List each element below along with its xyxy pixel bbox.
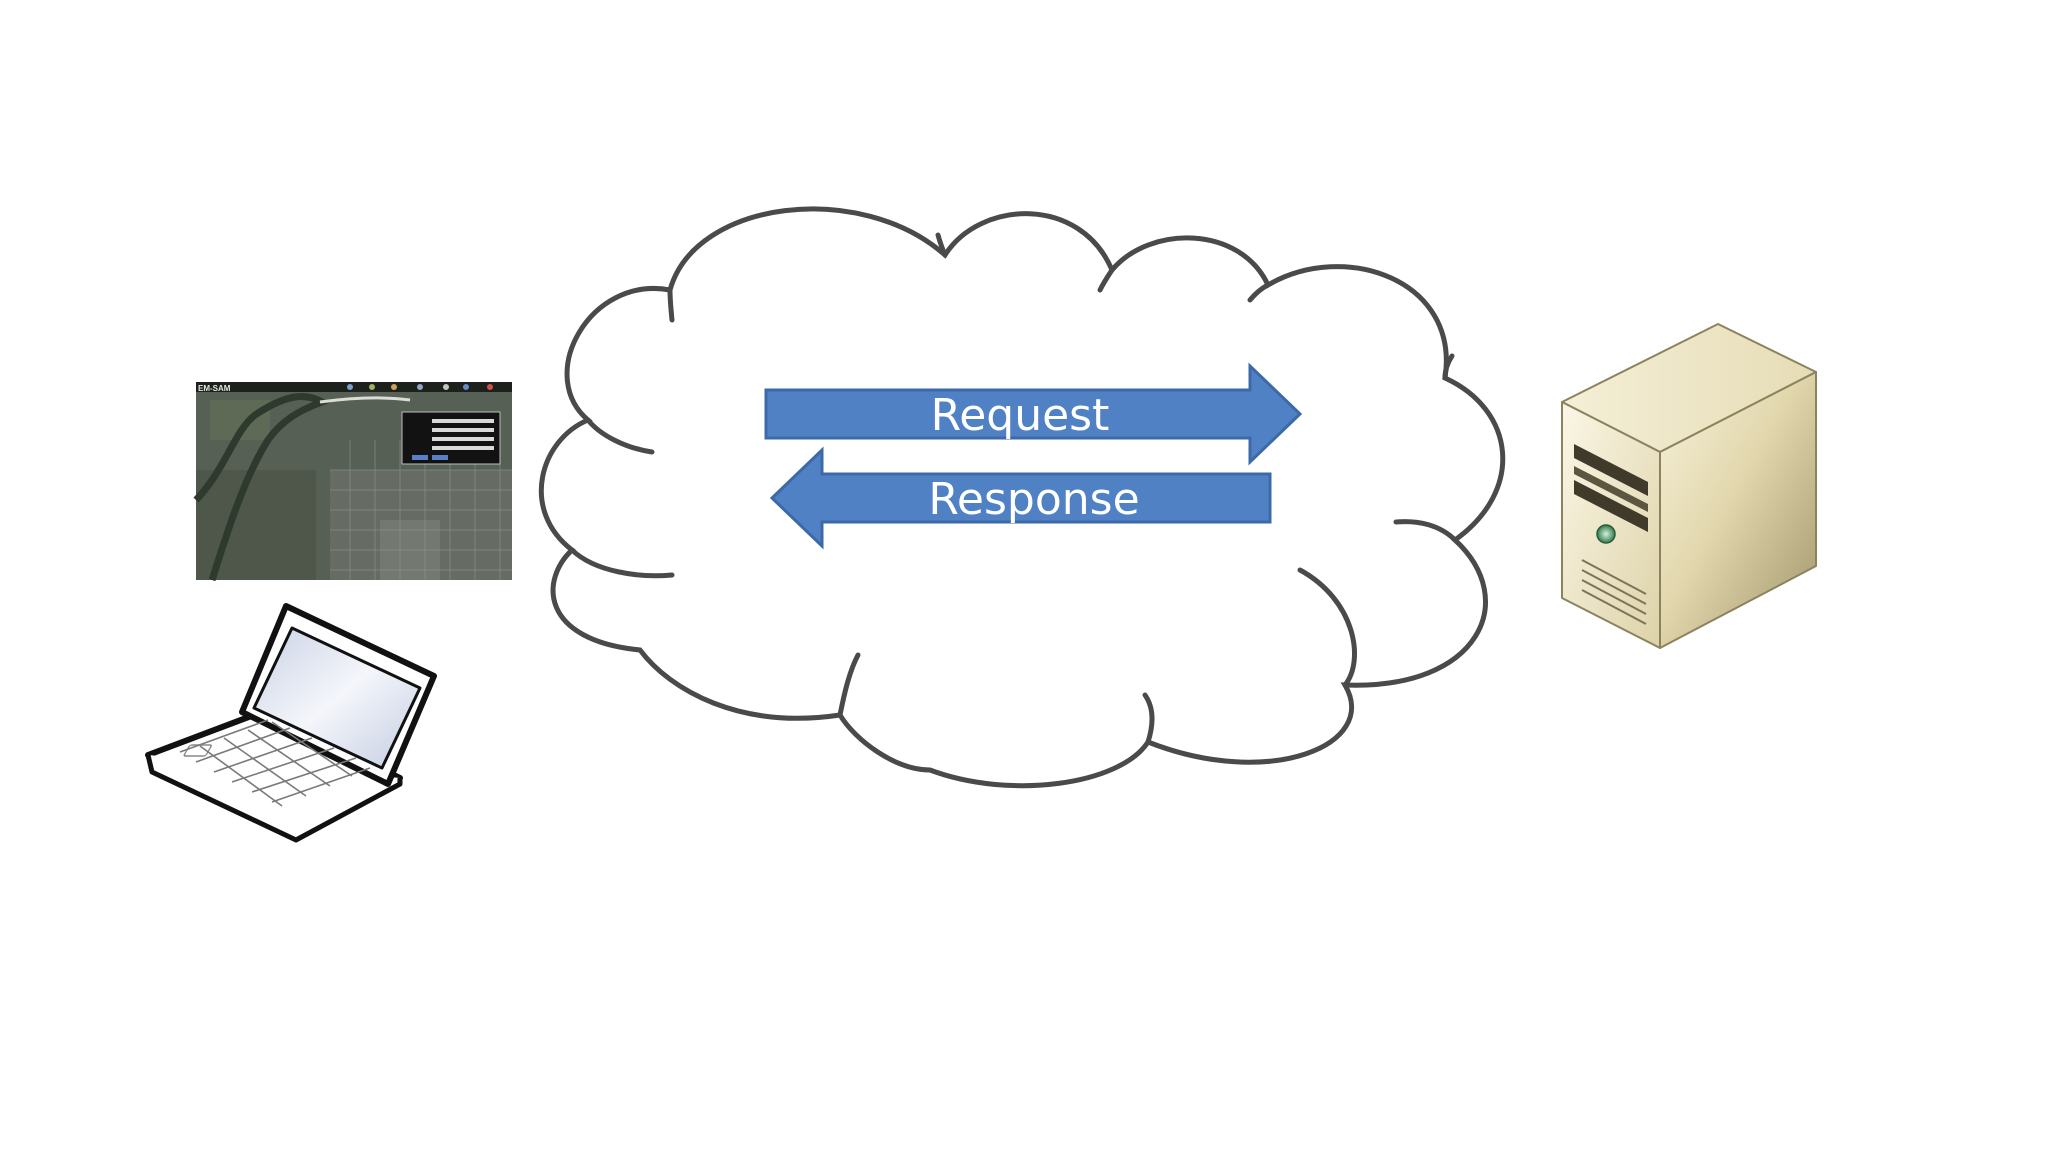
server-tower-icon xyxy=(1561,323,1817,649)
map-toolbar-icon xyxy=(417,384,423,390)
map-toolbar-icon xyxy=(463,384,469,390)
map-toolbar-icon xyxy=(391,384,397,390)
map-toolbar-icon xyxy=(347,384,353,390)
map-toolbar-icon xyxy=(487,384,493,390)
server-power-icon xyxy=(1596,524,1616,544)
response-label: Response xyxy=(928,474,1139,525)
map-screenshot: EM-SAM xyxy=(193,382,512,582)
laptop-icon xyxy=(145,603,437,843)
request-label: Request xyxy=(931,390,1110,441)
response-arrow: Response xyxy=(769,446,1272,550)
map-toolbar-icon xyxy=(443,384,449,390)
map-toolbar-icon xyxy=(369,384,375,390)
request-arrow: Request xyxy=(764,362,1303,466)
map-app-logo: EM-SAM xyxy=(198,384,231,393)
